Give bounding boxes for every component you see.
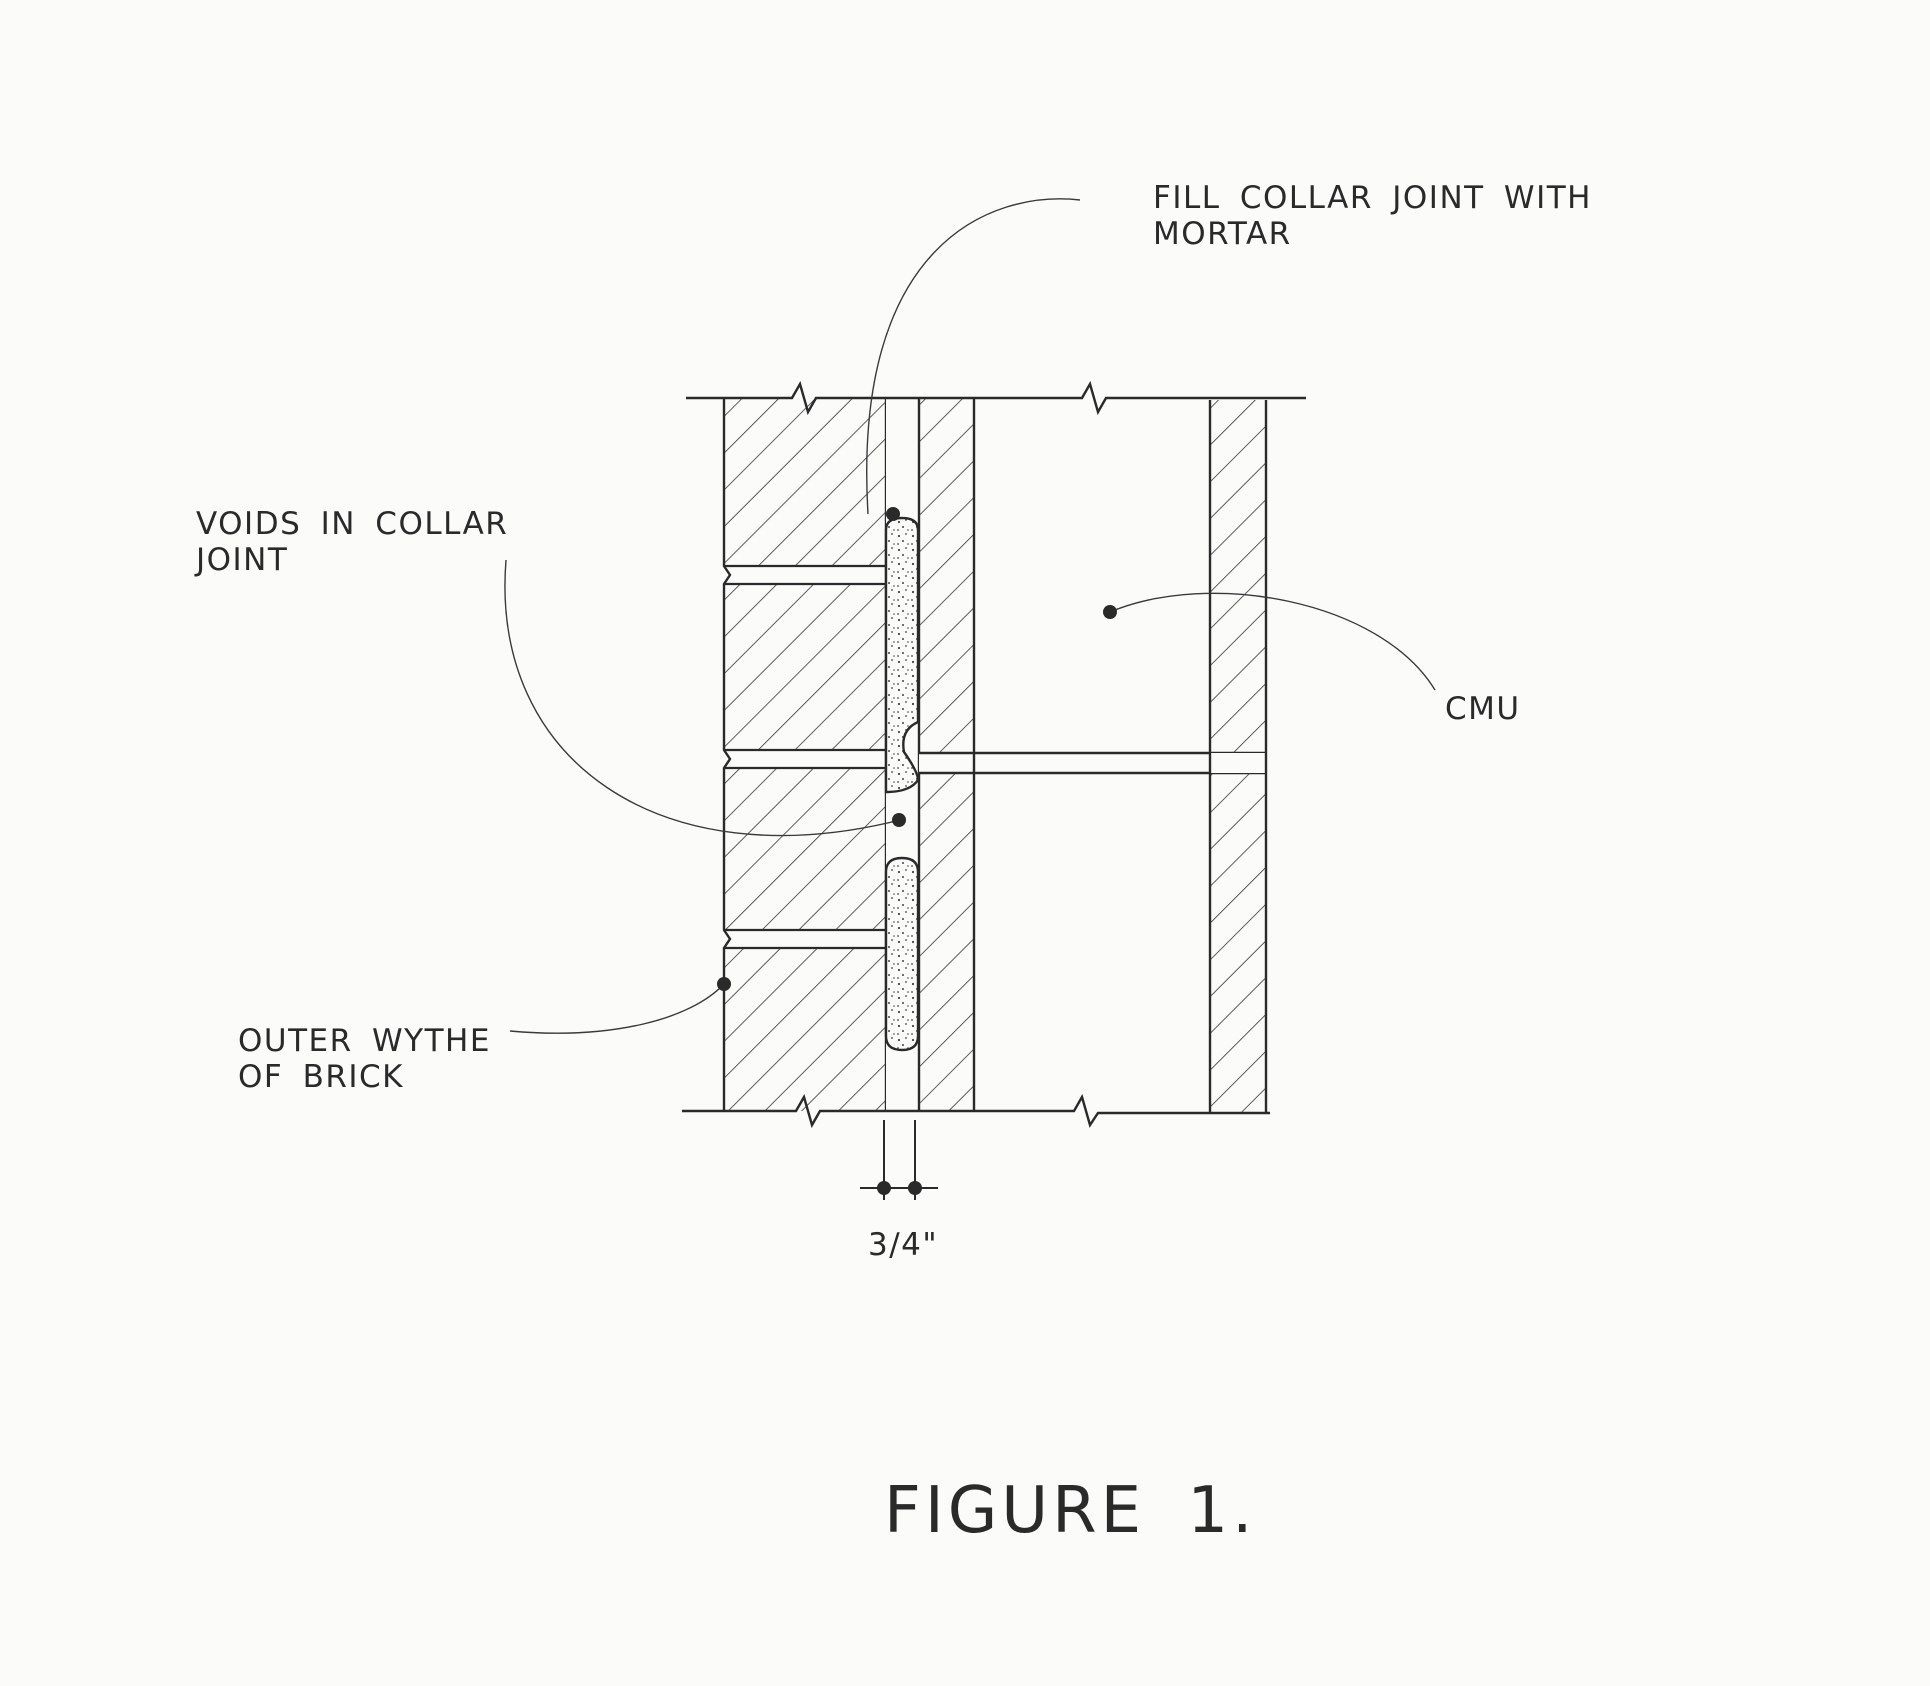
leader-voids <box>504 559 901 837</box>
dimension-collar-width <box>860 1120 938 1200</box>
leader-dot-fill-collar <box>886 507 900 521</box>
break-line-bottom <box>682 1093 1270 1129</box>
figure-caption: FIGURE 1. <box>884 1474 1257 1548</box>
label-voids-in-collar-joint: VOIDS IN COLLAR JOINT <box>196 506 509 578</box>
collar-joint <box>884 398 921 1111</box>
label-cmu: CMU <box>1445 691 1521 727</box>
brick-joint <box>724 566 886 584</box>
outer-brick-wythe <box>722 398 888 1111</box>
break-line-top <box>686 380 1306 416</box>
label-fill-collar-joint: FILL COLLAR JOINT WITH MORTAR <box>1153 180 1592 252</box>
label-outer-wythe-of-brick: OUTER WYTHE OF BRICK <box>238 1023 491 1095</box>
cmu-face-shell-inner <box>1208 400 1268 1113</box>
cmu-bed-joint <box>919 751 1266 775</box>
leader-outer-wythe <box>509 983 725 1034</box>
mortar-fill-lower <box>884 856 920 1052</box>
leader-dot-outer-wythe <box>717 977 731 991</box>
mortar-fill-upper <box>884 516 920 794</box>
cmu-face-shell-outer <box>919 398 976 1111</box>
brick-joint <box>724 930 886 948</box>
brick-joint <box>724 750 886 768</box>
leader-cmu <box>1109 592 1436 691</box>
dimension-label: 3/4" <box>868 1227 939 1263</box>
leader-dot-cmu <box>1103 605 1117 619</box>
leader-fill-collar <box>866 198 1081 515</box>
leader-dot-voids <box>892 813 906 827</box>
